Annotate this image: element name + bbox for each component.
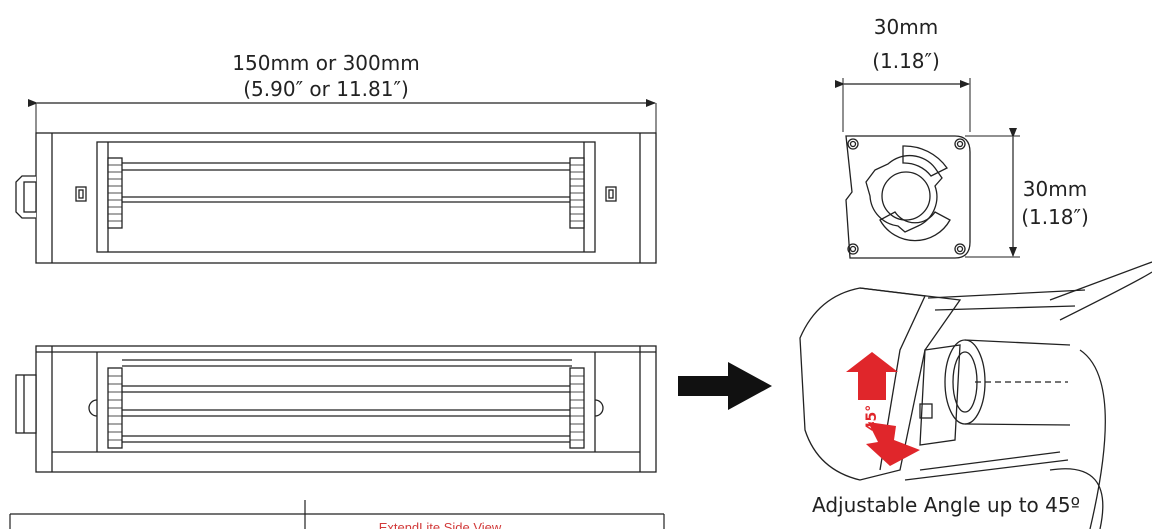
height-imperial-label: (1.18″) <box>1021 205 1089 229</box>
fixture-end-view <box>835 78 1020 259</box>
angle-down-arrow-icon <box>866 422 920 466</box>
fixture-side-view <box>15 345 657 473</box>
height-metric-label: 30mm <box>1023 177 1087 201</box>
angle-up-arrow-icon <box>846 352 898 400</box>
arrow-right-icon <box>678 362 772 410</box>
length-dimension: 150mm or 300mm (5.90″ or 11.81″) <box>28 51 657 133</box>
angle-detail-view <box>799 261 1152 529</box>
width-metric-label: 30mm <box>874 15 938 39</box>
info-table <box>9 500 665 529</box>
table-caption: ExtendLite Side View <box>379 520 502 529</box>
fixture-front-view <box>15 132 657 264</box>
angle-badge: 45° <box>864 405 880 431</box>
angle-caption: Adjustable Angle up to 45º <box>812 493 1080 517</box>
length-imperial-label: (5.90″ or 11.81″) <box>243 77 409 101</box>
length-metric-label: 150mm or 300mm <box>232 51 419 75</box>
width-imperial-label: (1.18″) <box>872 49 940 73</box>
